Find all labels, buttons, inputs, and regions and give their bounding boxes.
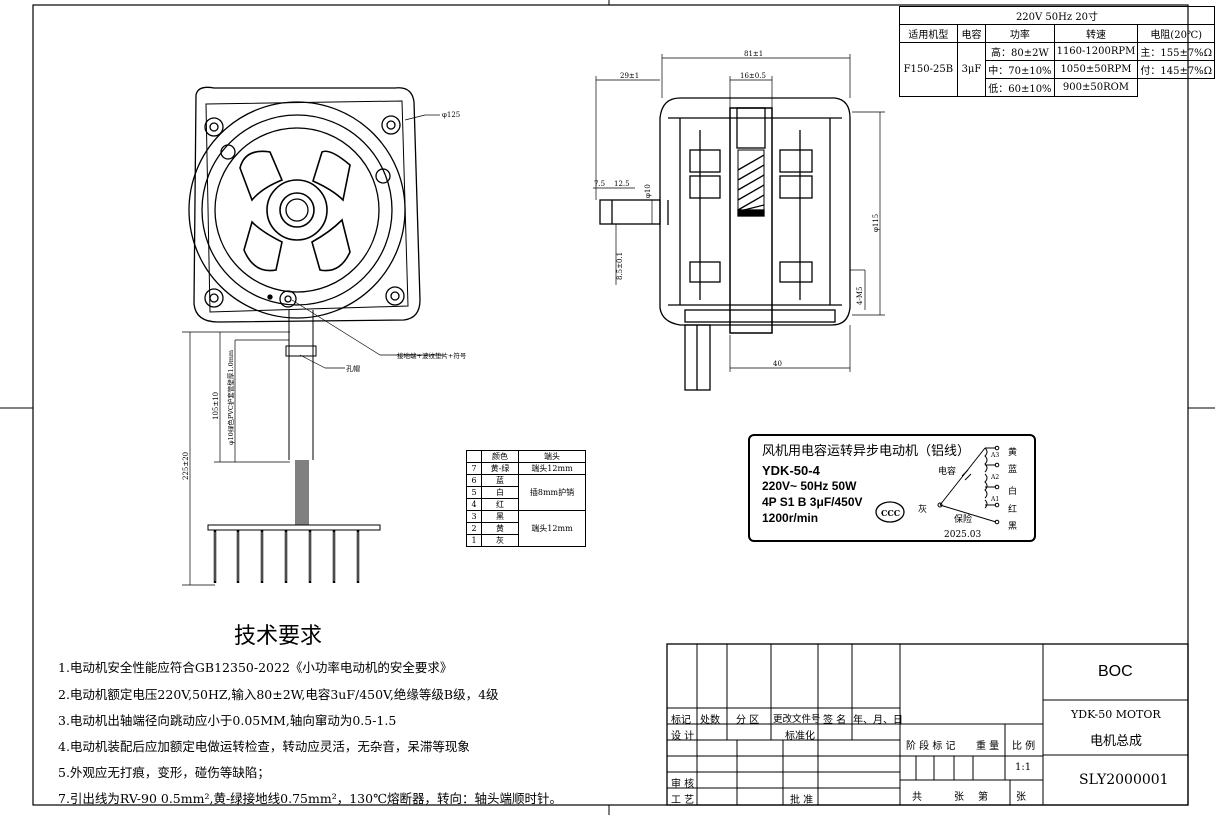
side-view-dimension-lines — [593, 54, 885, 372]
dim-shaft-29: 29±1 — [620, 72, 639, 80]
motor-side-view — [599, 97, 851, 391]
dim-shaft-diameter-10: φ10 — [644, 184, 652, 198]
callout-hole-cap: 孔帽 — [346, 364, 360, 373]
dim-40: 40 — [773, 360, 782, 368]
dim-sleeve-length-105: 105±10 — [212, 392, 220, 420]
dim-12-5: 12.5 — [614, 180, 630, 188]
dim-diameter-115: φ115 — [872, 214, 880, 232]
lead-wire-bundle — [207, 310, 381, 583]
dim-lead-length-225: 225±20 — [182, 452, 190, 480]
nameplate-wiring-diagram — [875, 445, 1000, 525]
drawing-border — [32, 4, 1189, 806]
dim-7-5: 7.5 — [594, 180, 605, 188]
title-block-grid — [666, 643, 1189, 806]
dim-sleeve-spec: φ10绿色PVC护套管壁厚1.0mm — [226, 350, 235, 445]
dim-core-16: 16±0.5 — [740, 72, 766, 80]
dim-width-81: 81±1 — [744, 50, 763, 58]
dim-8-5: 8.5±0.1 — [616, 252, 624, 280]
dim-diameter-125: φ125 — [442, 111, 460, 119]
front-view-dimension-lines — [182, 114, 445, 586]
dim-4-m5: 4-M5 — [856, 287, 864, 305]
motor-front-view — [188, 86, 421, 323]
callout-ground-terminal: 接地端+波纹垫片+符号 — [397, 351, 467, 360]
